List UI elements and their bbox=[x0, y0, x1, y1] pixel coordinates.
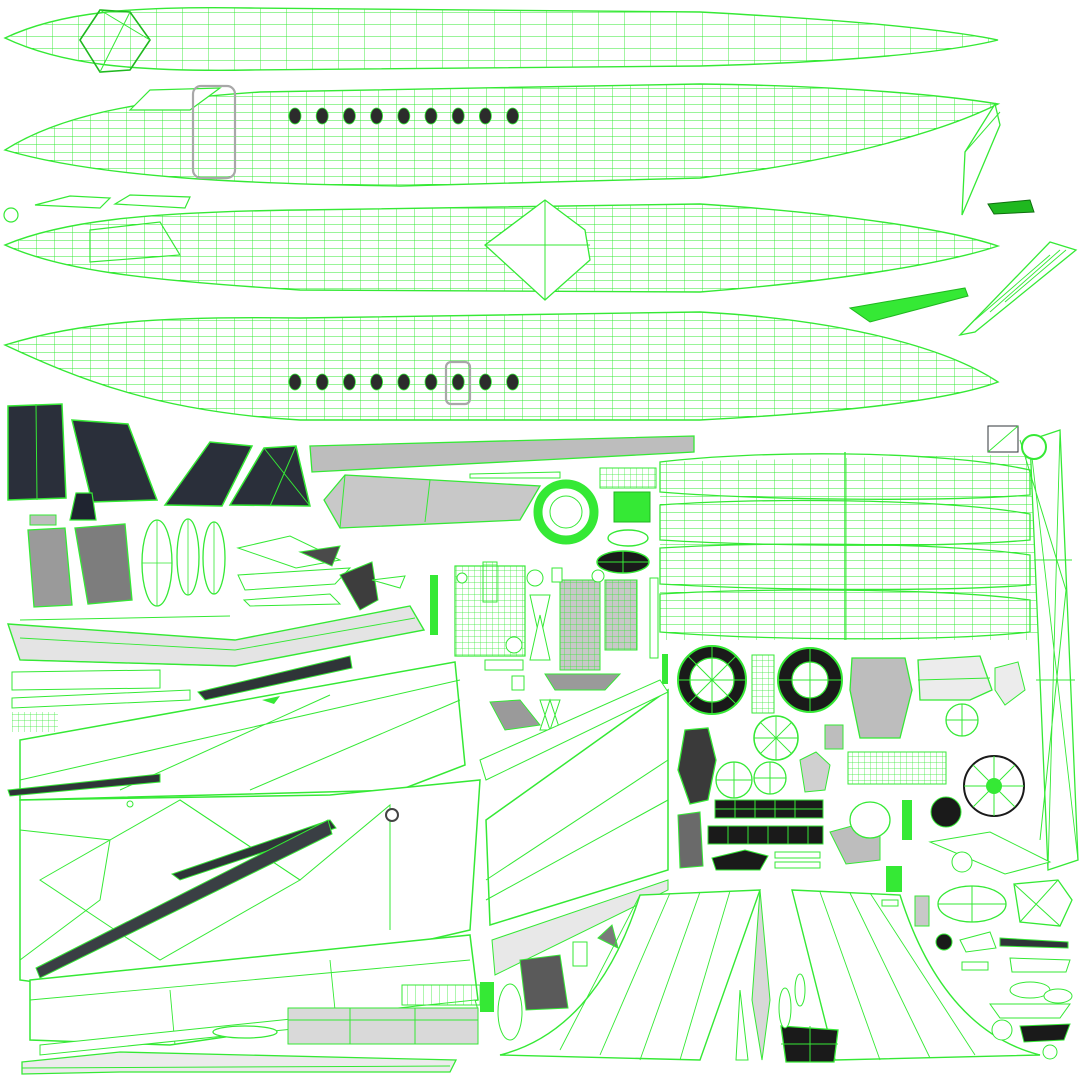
door-outline-right bbox=[444, 360, 472, 406]
fuselage-right-side-strip bbox=[3, 311, 1000, 421]
small-fairing-pieces bbox=[34, 194, 191, 209]
door-outline bbox=[191, 84, 237, 180]
tail-fin-pieces bbox=[848, 102, 1078, 337]
tail-detail-dark bbox=[987, 199, 1035, 215]
wing-root-fairings bbox=[236, 435, 695, 611]
fuselage-left-side-strip bbox=[3, 83, 1001, 187]
fuselage-upper-window bbox=[315, 107, 329, 125]
fuselage-top-strip bbox=[3, 6, 999, 73]
cockpit-windshield-panels bbox=[7, 403, 311, 521]
fuselage-lower-window bbox=[424, 373, 438, 391]
fuselage-lower-window bbox=[315, 373, 329, 391]
fuselage-upper-window bbox=[342, 107, 356, 125]
leading-edge-strips bbox=[7, 605, 426, 732]
fuselage-lower-window bbox=[478, 373, 492, 391]
lower-left-flap-pieces bbox=[21, 934, 493, 1075]
fuselage-lower-window bbox=[397, 373, 411, 391]
mid-small-pieces bbox=[262, 561, 668, 704]
fuselage-lower-window bbox=[288, 373, 302, 391]
antenna-piece bbox=[848, 287, 969, 323]
fuselage-upper-window bbox=[424, 107, 438, 125]
nose-cap-circle bbox=[3, 207, 19, 223]
fuselage-lower-window bbox=[342, 373, 356, 391]
fuselage-lower-window bbox=[451, 373, 465, 391]
fuselage-upper-window bbox=[370, 107, 384, 125]
green-block bbox=[613, 491, 651, 523]
fuselage-upper-window bbox=[478, 107, 492, 125]
fuselage-upper-window bbox=[506, 107, 519, 125]
fuselage-upper-window bbox=[451, 107, 465, 125]
vertical-tail-strip bbox=[987, 425, 1079, 871]
intake-and-fan-parts bbox=[847, 655, 1026, 840]
fuselage-upper-window bbox=[397, 107, 411, 125]
fuselage-bottom-strip bbox=[3, 199, 1001, 301]
engine-blocks-dark bbox=[677, 799, 881, 871]
fuselage-upper-window bbox=[288, 107, 302, 125]
fuselage-windows-lower bbox=[288, 373, 519, 391]
fuselage-lower-window bbox=[506, 373, 519, 391]
fuselage-windows-upper bbox=[288, 107, 519, 125]
lower-tail-sections bbox=[499, 889, 1041, 1063]
right-main-wing bbox=[479, 679, 669, 1041]
landing-gear-door-panels bbox=[27, 514, 226, 608]
fuselage-lower-window bbox=[370, 373, 384, 391]
horizontal-stabilizer bbox=[659, 452, 1040, 640]
small-parts-cluster bbox=[881, 831, 1073, 1060]
engine-nacelle-parts bbox=[677, 645, 844, 805]
wheel-and-gear-pieces bbox=[533, 467, 657, 574]
